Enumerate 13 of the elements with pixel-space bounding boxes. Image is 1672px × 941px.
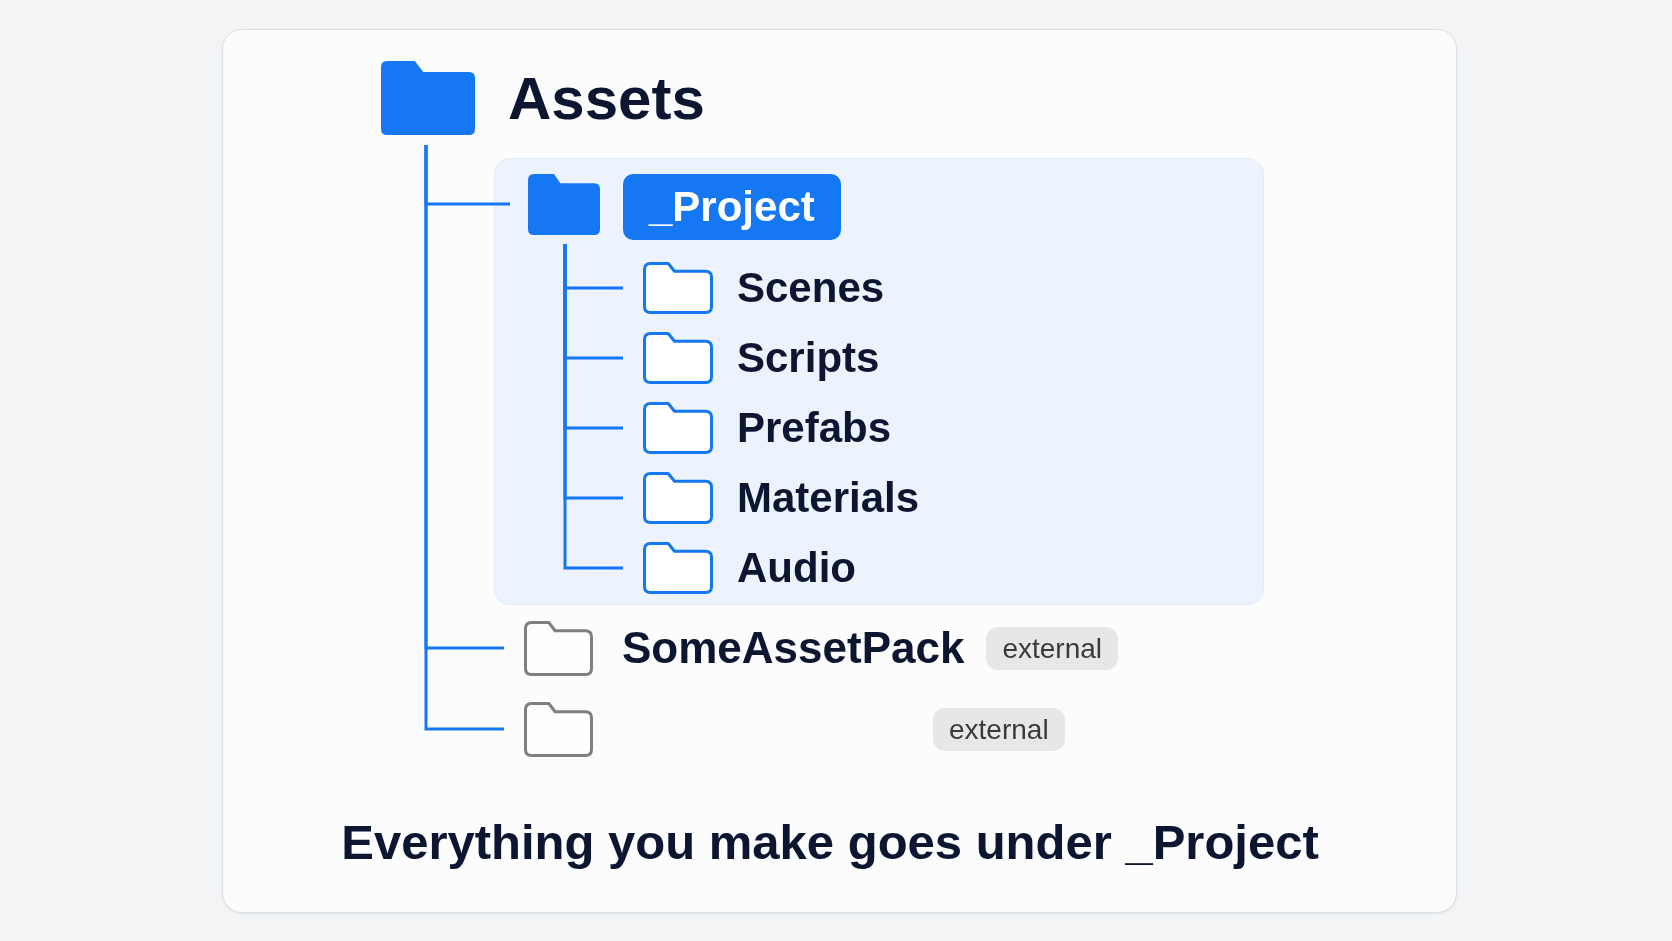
folder-name: Materials (737, 473, 920, 523)
root-folder-name: Assets (508, 63, 705, 133)
folder-name: Audio (737, 543, 856, 593)
folder-name: Scripts (737, 333, 880, 383)
folder-name: Prefabs (737, 403, 892, 453)
highlight-panel (494, 158, 1264, 605)
folder-name: SomeAssetPack (622, 622, 965, 674)
external-tag: external (933, 707, 1065, 751)
folder-name: Scenes (737, 263, 885, 313)
caption: Everything you make goes under _Project (340, 814, 1320, 871)
external-tag: external (986, 626, 1119, 670)
tree-connector (563, 244, 623, 570)
highlighted-folder-name: _Project (623, 174, 841, 240)
